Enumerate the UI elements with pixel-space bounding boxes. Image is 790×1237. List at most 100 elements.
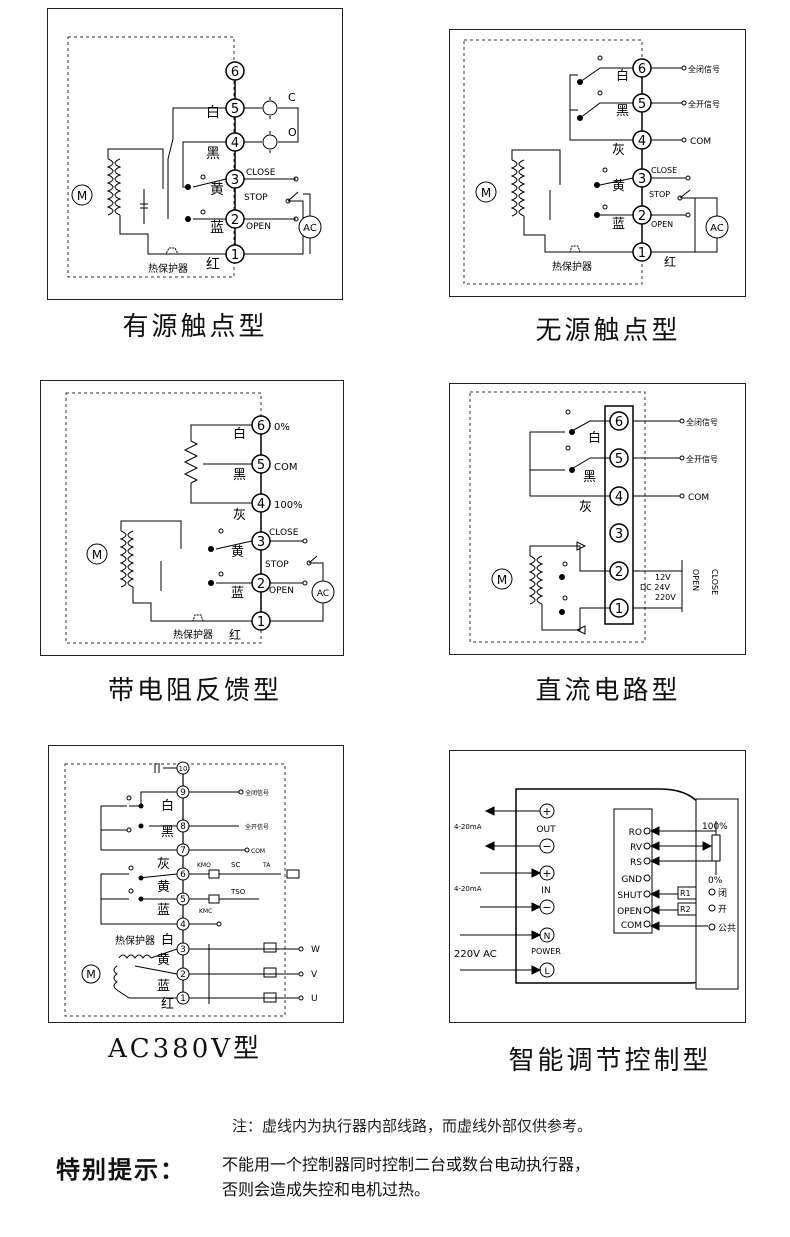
terminal-6: 6 <box>225 61 245 81</box>
svg-text:CLOSE: CLOSE <box>246 168 276 178</box>
svg-text:AC: AC <box>303 223 317 234</box>
svg-text:7: 7 <box>180 846 186 856</box>
svg-text:4: 4 <box>180 920 186 930</box>
svg-text:4-20mA: 4-20mA <box>454 885 482 893</box>
svg-text:3: 3 <box>638 172 646 187</box>
svg-text:COM: COM <box>688 493 709 503</box>
svg-text:R2: R2 <box>680 905 691 914</box>
svg-text:CLOSE: CLOSE <box>651 166 677 175</box>
svg-text:黄: 黄 <box>210 181 224 198</box>
svg-text:公共: 公共 <box>718 923 736 934</box>
svg-text:TSO: TSO <box>230 888 246 896</box>
svg-text:6: 6 <box>180 870 186 880</box>
diagram-active-contact: 6 5 4 3 2 1 C O CLOSE STOP OPEN AC 白 黑 黄… <box>47 8 343 300</box>
svg-text:M: M <box>92 548 102 562</box>
svg-text:6: 6 <box>638 62 646 77</box>
svg-text:OPEN: OPEN <box>246 222 271 232</box>
svg-text:全闭信号: 全闭信号 <box>688 64 720 74</box>
svg-text:STOP: STOP <box>244 193 268 203</box>
svg-text:2: 2 <box>180 970 186 980</box>
svg-text:5: 5 <box>257 458 265 473</box>
svg-text:KMO: KMO <box>197 862 211 869</box>
terminal-7: 7 <box>176 843 190 857</box>
svg-text:灰: 灰 <box>579 500 592 515</box>
svg-text:黄: 黄 <box>157 880 170 895</box>
svg-text:1: 1 <box>257 615 265 630</box>
svg-text:OUT: OUT <box>536 825 556 835</box>
svg-text:OPEN: OPEN <box>617 907 642 917</box>
svg-text:COM: COM <box>690 137 711 147</box>
svg-text:黑: 黑 <box>233 468 246 483</box>
svg-text:SC: SC <box>231 861 240 869</box>
svg-text:100%: 100% <box>702 822 728 832</box>
svg-text:R1: R1 <box>680 889 691 898</box>
special-tip-line-1: 不能用一个控制器同时控制二台或数台电动执行器， <box>222 1155 591 1174</box>
svg-text:白: 白 <box>206 105 220 121</box>
svg-text:白: 白 <box>233 426 246 442</box>
diagram-ac380v: 10 9 8 7 6 5 4 3 2 1 全闭信号 全开信号 COM KMO S… <box>48 745 344 1023</box>
svg-text:OPEN: OPEN <box>691 569 700 591</box>
svg-text:AC: AC <box>710 223 724 234</box>
svg-text:AC: AC <box>317 589 329 599</box>
svg-text:2: 2 <box>638 209 646 224</box>
svg-text:RO: RO <box>629 828 642 838</box>
terminal-2: 2 <box>609 561 629 581</box>
svg-text:蓝: 蓝 <box>157 903 170 918</box>
svg-text:5: 5 <box>180 895 186 905</box>
caption-passive-contact: 无源触点型 <box>535 316 681 346</box>
svg-text:U: U <box>311 994 318 1004</box>
svg-text:白: 白 <box>588 430 601 446</box>
svg-text:蓝: 蓝 <box>612 217 625 232</box>
terminal-6: 6 <box>609 411 629 431</box>
terminal-8: 8 <box>176 819 190 833</box>
svg-text:灰: 灰 <box>233 508 246 523</box>
svg-text:3: 3 <box>231 173 239 188</box>
svg-text:C: C <box>288 91 296 104</box>
svg-text:SHUT: SHUT <box>617 891 642 901</box>
special-tip-title: 特别提示： <box>56 1155 186 1184</box>
svg-text:O: O <box>288 126 297 139</box>
terminal-1: 1 <box>251 611 271 631</box>
svg-text:热保护器: 热保护器 <box>148 262 188 275</box>
terminal-6: 6 <box>176 867 190 881</box>
diagram-dc-circuit: 6 5 4 3 2 1 全闭信号 全开信号 COM 12V DC 24V 220… <box>449 383 746 655</box>
caption-ac380v: AC380V型 <box>107 1034 263 1064</box>
svg-text:黄: 黄 <box>231 545 244 560</box>
diagram-resistance-feedback: 6 5 4 3 2 1 0% COM 100% CLOSE STOP OPEN … <box>40 380 344 656</box>
svg-text:红: 红 <box>161 996 174 1012</box>
svg-text:100%: 100% <box>274 500 303 511</box>
svg-text:开: 开 <box>718 904 727 915</box>
svg-text:蓝: 蓝 <box>231 586 244 601</box>
terminal-5: 5 <box>609 448 629 468</box>
svg-text:W: W <box>311 945 320 955</box>
svg-text:2: 2 <box>257 577 265 592</box>
svg-text:5: 5 <box>231 102 239 117</box>
svg-text:M: M <box>497 573 507 587</box>
svg-text:GND: GND <box>621 875 642 885</box>
svg-text:2: 2 <box>615 565 623 580</box>
terminal-1: 1 <box>609 598 629 618</box>
svg-text:全闭信号: 全闭信号 <box>686 417 718 427</box>
terminal-4: 4 <box>632 130 652 150</box>
svg-text:3: 3 <box>257 535 265 550</box>
svg-text:1: 1 <box>231 248 239 263</box>
svg-text:+: + <box>542 867 551 880</box>
terminal-3: 3 <box>609 523 629 543</box>
svg-text:6: 6 <box>615 415 623 430</box>
svg-text:3: 3 <box>615 527 623 542</box>
svg-text:CLOSE: CLOSE <box>269 528 299 538</box>
svg-text:蓝: 蓝 <box>157 979 170 994</box>
svg-text:全开信号: 全开信号 <box>245 823 269 831</box>
terminal-4: 4 <box>176 917 190 931</box>
svg-text:闭: 闭 <box>718 887 727 899</box>
svg-text:M: M <box>86 968 96 981</box>
terminal-1: 1 <box>632 242 652 262</box>
special-tip-line-2: 否则会造成失控和电机过热。 <box>222 1180 431 1199</box>
svg-text:+: + <box>542 805 551 818</box>
svg-text:RV: RV <box>630 843 643 853</box>
svg-text:KMC: KMC <box>199 908 212 915</box>
svg-text:220V AC: 220V AC <box>454 949 497 960</box>
terminal-9: 9 <box>176 785 190 799</box>
svg-text:2: 2 <box>231 213 239 228</box>
svg-text:STOP: STOP <box>265 560 289 570</box>
